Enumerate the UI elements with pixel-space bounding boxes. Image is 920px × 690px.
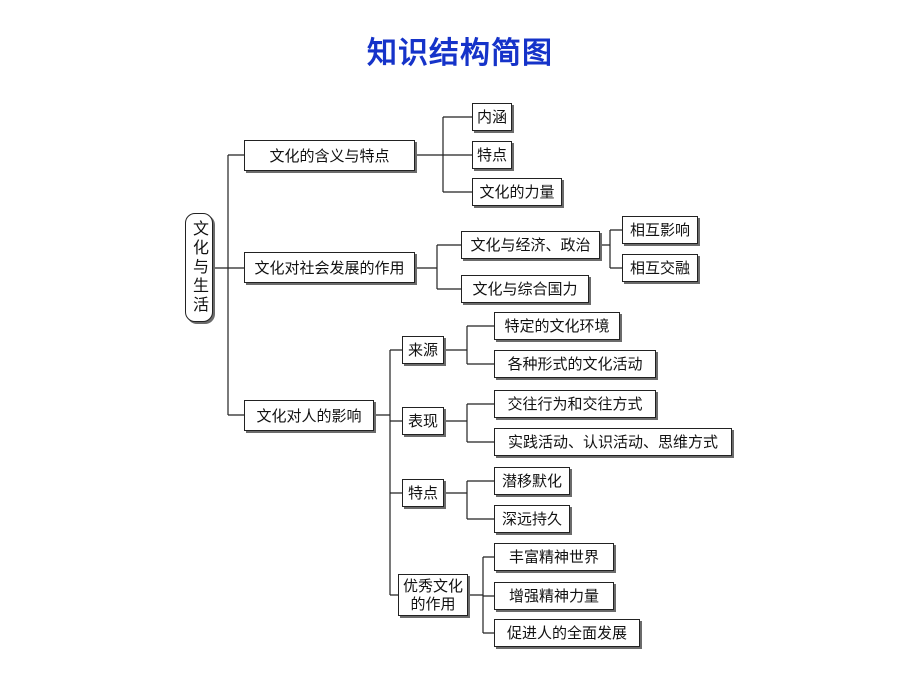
connector-b2 — [415, 244, 461, 290]
page-title: 知识结构简图 — [367, 36, 553, 71]
leaf-interaction-behavior: 交往行为和交往方式 — [494, 390, 656, 418]
node-features: 特点 — [402, 479, 444, 507]
connector-b3 — [374, 349, 402, 596]
connector-root — [213, 154, 244, 416]
leaf-connotation: 内涵 — [472, 103, 512, 131]
leaf-cultural-activities: 各种形式的文化活动 — [494, 350, 656, 378]
leaf-specific-environment: 特定的文化环境 — [494, 312, 620, 340]
node-excellent-culture-role: 优秀文化 的作用 — [398, 574, 468, 616]
node-culture-national-power: 文化与综合国力 — [461, 275, 589, 303]
node-culture-economy-politics: 文化与经济、政治 — [461, 231, 600, 259]
branch-social-development: 文化对社会发展的作用 — [244, 252, 415, 283]
leaf-practice-cognition-thinking: 实践活动、认识活动、思维方式 — [494, 428, 732, 456]
leaf-features: 特点 — [472, 141, 512, 169]
leaf-strengthen-spiritual-power: 增强精神力量 — [494, 582, 614, 610]
leaf-enrich-spiritual-world: 丰富精神世界 — [494, 543, 614, 571]
role-label-line2: 的作用 — [410, 595, 456, 613]
leaf-cultural-power: 文化的力量 — [472, 178, 562, 206]
node-performance: 表现 — [402, 407, 444, 435]
branch-meaning-features: 文化的含义与特点 — [244, 140, 415, 171]
connector-source — [444, 325, 494, 365]
connector-b2-c1 — [600, 229, 622, 269]
leaf-profound-lasting: 深远持久 — [494, 505, 570, 533]
root-node: 文化与生活 — [185, 213, 213, 322]
leaf-mutual-influence: 相互影响 — [622, 216, 698, 244]
leaf-subtle-influence: 潜移默化 — [494, 467, 570, 495]
connector-b1 — [415, 116, 472, 193]
connector-features — [444, 480, 494, 520]
branch-influence-on-people: 文化对人的影响 — [244, 400, 374, 431]
connector-role — [468, 556, 494, 634]
leaf-promote-all-round-development: 促进人的全面发展 — [494, 619, 640, 647]
connector-performance — [444, 403, 494, 443]
node-source: 来源 — [402, 336, 444, 364]
role-label-line1: 优秀文化 — [402, 577, 463, 595]
leaf-mutual-blending: 相互交融 — [622, 254, 698, 282]
